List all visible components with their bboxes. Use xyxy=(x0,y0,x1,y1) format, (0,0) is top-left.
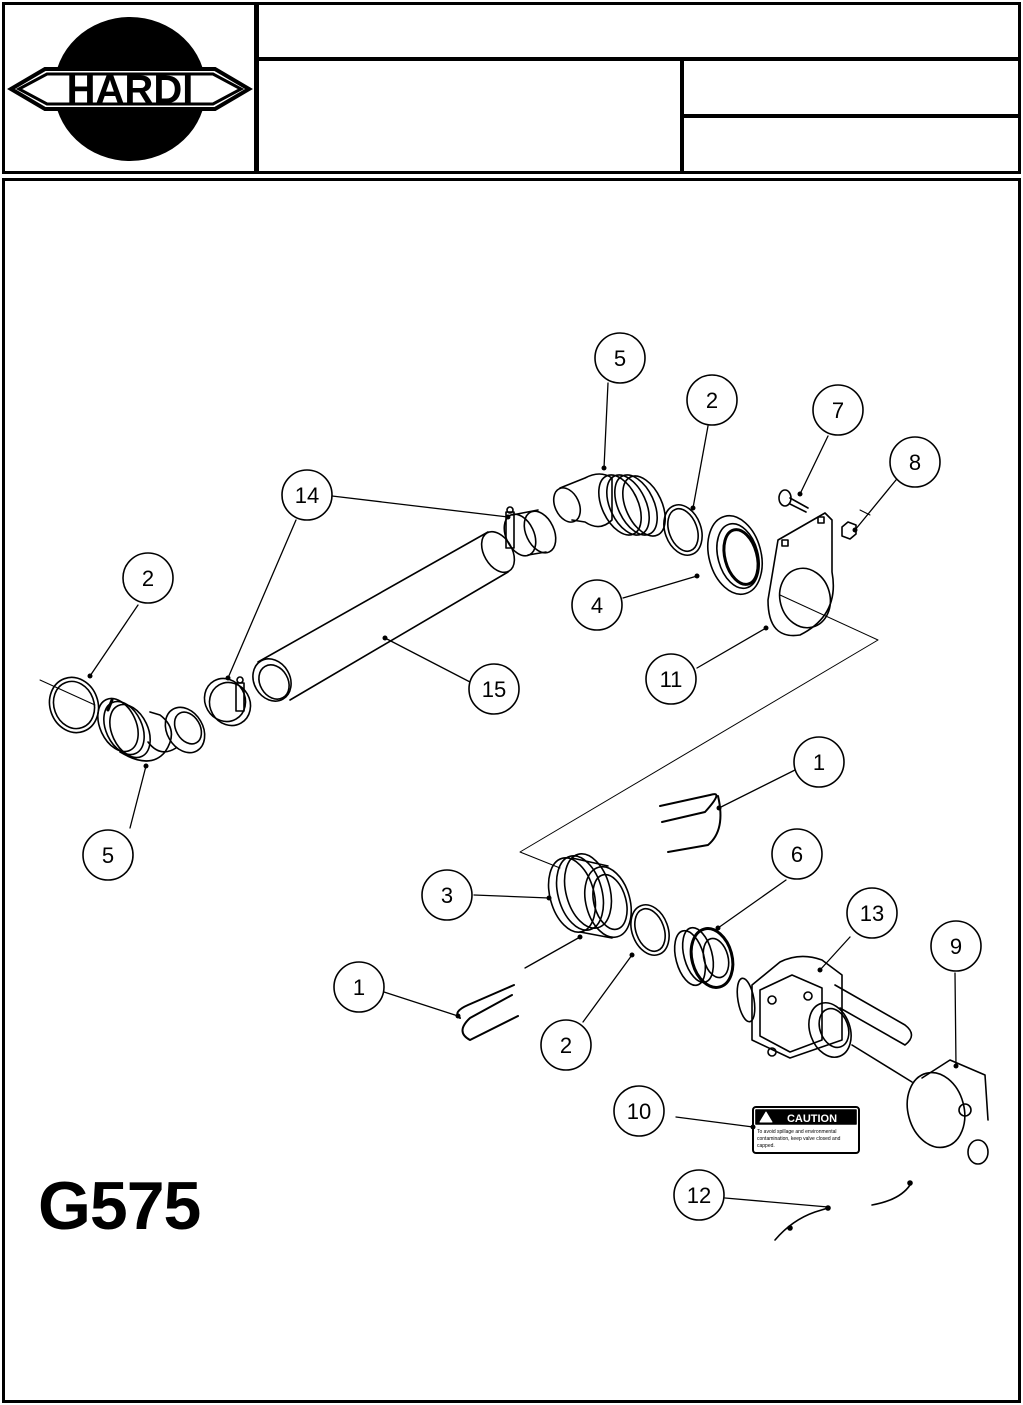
suction-hose xyxy=(252,530,516,702)
callout-9: 9 xyxy=(950,934,962,959)
bolt xyxy=(778,489,809,513)
callout-2-left: 2 xyxy=(142,566,154,591)
locking-pin-upper xyxy=(659,793,718,823)
elbow-fitting-left xyxy=(97,697,206,762)
callout-2-lower: 2 xyxy=(560,1033,572,1058)
brand-name: HARDI xyxy=(67,68,194,112)
callout-7: 7 xyxy=(832,398,844,423)
callout-13: 13 xyxy=(860,901,884,926)
threaded-adapter xyxy=(673,926,735,989)
locking-pin-lower xyxy=(461,994,519,1041)
callout-11: 11 xyxy=(660,667,683,692)
caution-decal xyxy=(752,1106,860,1154)
logo-cell: HARDI xyxy=(2,2,257,174)
callout-10: 10 xyxy=(627,1099,651,1124)
drawing-frame xyxy=(2,178,1021,1403)
callout-15: 15 xyxy=(482,677,506,702)
o-ring-left xyxy=(48,676,100,734)
hex-nut xyxy=(841,521,857,540)
flange-nut xyxy=(707,514,763,596)
o-ring-top xyxy=(663,504,703,556)
o-ring-lower xyxy=(630,904,670,956)
model-number: G575 xyxy=(38,1168,201,1244)
callout-1-upper: 1 xyxy=(813,750,825,775)
callout-8: 8 xyxy=(909,450,921,475)
ball-valve xyxy=(736,955,913,1059)
callout-1-lower: 1 xyxy=(353,975,365,1000)
callout-4: 4 xyxy=(591,593,603,618)
callout-12: 12 xyxy=(687,1183,711,1208)
elbow-fitting-top xyxy=(552,473,666,537)
callout-5-left: 5 xyxy=(102,843,114,868)
callout-3: 3 xyxy=(441,883,453,908)
hardi-logo: HARDI xyxy=(7,17,253,161)
coupler-body xyxy=(547,853,633,939)
hose-clamp-right xyxy=(503,506,557,557)
mounting-bracket xyxy=(767,512,835,637)
callout-2-top: 2 xyxy=(706,388,718,413)
safety-cable xyxy=(774,1207,829,1241)
callout-14: 14 xyxy=(295,483,319,508)
dust-cap xyxy=(851,1044,989,1165)
callout-6: 6 xyxy=(791,842,803,867)
reference-cell-bottom xyxy=(681,115,1021,174)
decal-heading: CAUTION xyxy=(787,1113,837,1125)
hose-clamp-left xyxy=(203,676,252,727)
decal-line-3: capped. xyxy=(757,1143,775,1149)
decal-line-1: To avoid spillage and environmental xyxy=(757,1129,837,1135)
callout-5-top: 5 xyxy=(614,346,626,371)
decal-line-2: contamination, keep valve closed and xyxy=(757,1136,841,1142)
